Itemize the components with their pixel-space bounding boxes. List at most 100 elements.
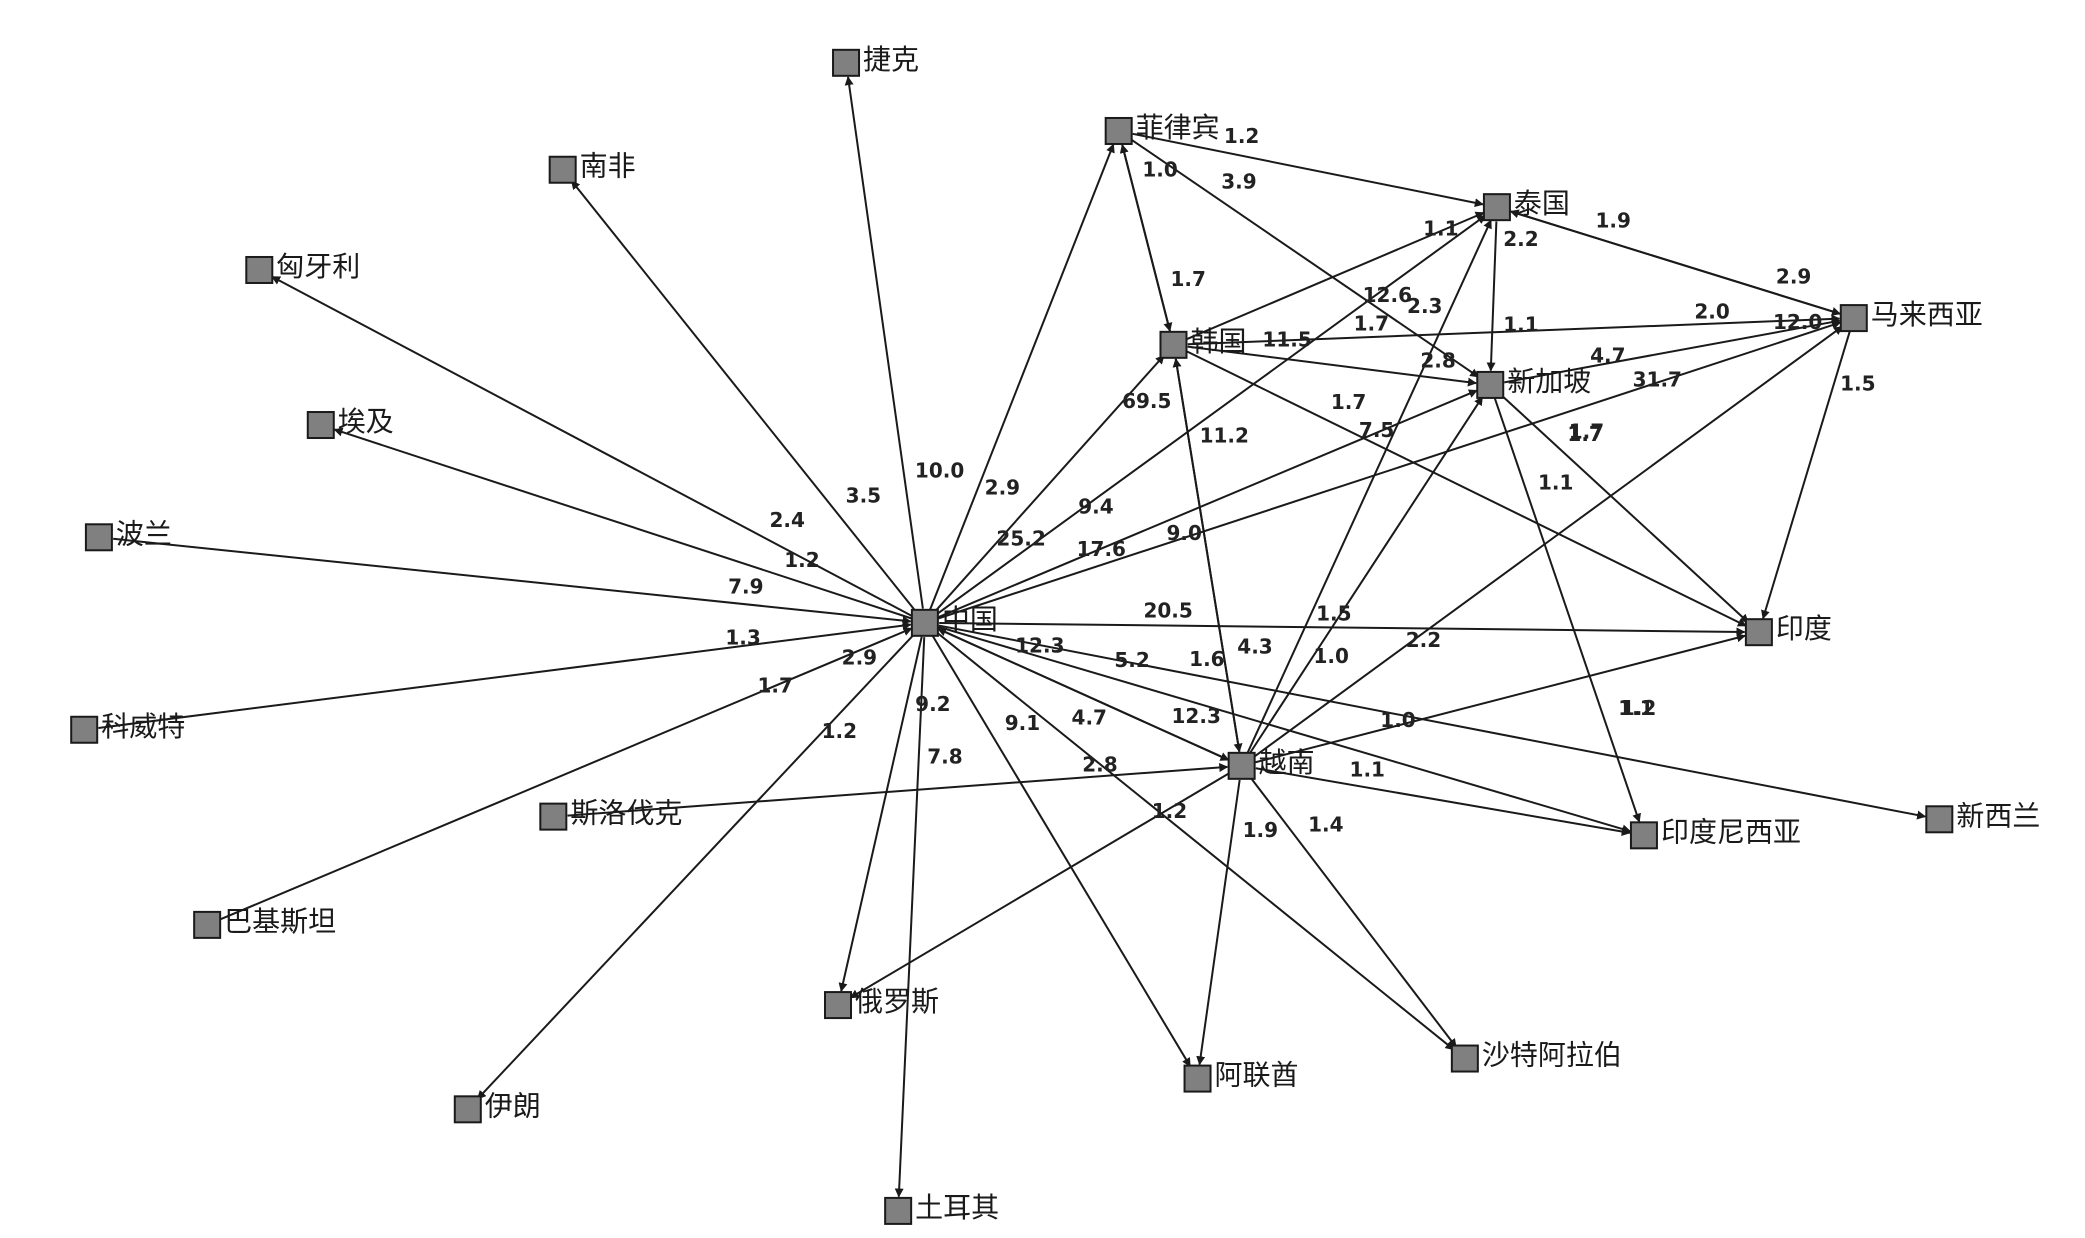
edge-label: 12.3 bbox=[1172, 704, 1221, 728]
edge-pakistan-to-china bbox=[219, 627, 913, 921]
edge-label: 5.2 bbox=[1114, 648, 1149, 672]
node-marker bbox=[1450, 1044, 1479, 1073]
node-marker bbox=[884, 1196, 913, 1225]
node-marker bbox=[193, 910, 222, 939]
edge-korea-to-thailand bbox=[1186, 211, 1485, 341]
edges-layer bbox=[98, 76, 1927, 1198]
node-russia: 俄罗斯 bbox=[824, 985, 939, 1020]
edge-singapore-to-indonesia bbox=[1493, 398, 1641, 823]
edge-philippines-to-singapore bbox=[1129, 138, 1480, 378]
node-newzealand: 新西兰 bbox=[1925, 799, 2040, 834]
edge-china-to-indonesia bbox=[938, 625, 1632, 834]
edge-label: 2.9 bbox=[842, 645, 877, 669]
node-marker bbox=[84, 523, 113, 552]
edge-label: 10.0 bbox=[915, 458, 964, 482]
node-pakistan: 巴基斯坦 bbox=[193, 905, 336, 939]
edge-weight-label: 1.0 bbox=[1313, 644, 1348, 668]
edge-label: 2.9 bbox=[1776, 265, 1811, 289]
edge-weight-label: 1.1 bbox=[1503, 313, 1538, 337]
node-marker bbox=[245, 255, 274, 284]
node-marker bbox=[1744, 618, 1773, 647]
edge-label: 4.7 bbox=[1072, 706, 1107, 730]
nodes-layer: 中国捷克南非匈牙利埃及波兰科威特斯洛伐克巴基斯坦伊朗俄罗斯土耳其阿联酋沙特阿拉伯… bbox=[70, 43, 2040, 1225]
edge-label: 1.5 bbox=[1316, 601, 1351, 625]
edge-label: 7.5 bbox=[1359, 418, 1394, 442]
edge-korea-to-malaysia bbox=[1187, 314, 1841, 346]
node-label: 新加坡 bbox=[1507, 365, 1591, 398]
edge-label: 2.9 bbox=[985, 476, 1020, 500]
node-china: 中国 bbox=[910, 603, 998, 637]
node-turkey: 土耳其 bbox=[884, 1191, 999, 1225]
edge-label: 1.2 bbox=[784, 548, 819, 572]
node-marker bbox=[832, 48, 861, 77]
edge-label: 3.5 bbox=[846, 484, 881, 508]
edge-thailand-to-singapore bbox=[1486, 221, 1498, 372]
edge-weight-label: 1.7 bbox=[1567, 422, 1602, 446]
edge-label: 1.9 bbox=[1595, 208, 1630, 232]
edge-china-to-egypt bbox=[333, 427, 912, 620]
node-poland: 波兰 bbox=[84, 517, 172, 552]
edge-label: 9.1 bbox=[1005, 711, 1040, 735]
edge-label: 11.2 bbox=[1200, 424, 1249, 448]
node-southafrica: 南非 bbox=[548, 150, 636, 184]
edge-vietnam-to-malaysia bbox=[1252, 325, 1843, 759]
node-label: 波兰 bbox=[116, 517, 172, 550]
node-label: 阿联酋 bbox=[1215, 1059, 1299, 1092]
node-korea: 韩国 bbox=[1159, 325, 1246, 359]
edge-vietnam-to-russia bbox=[849, 772, 1230, 999]
node-malaysia: 马来西亚 bbox=[1839, 298, 1983, 333]
edge-label: 2.8 bbox=[1420, 349, 1455, 373]
edge-label: 7.9 bbox=[728, 575, 763, 599]
node-label: 印度尼西亚 bbox=[1661, 815, 1801, 848]
edge-weight-label: 1.7 bbox=[1331, 390, 1366, 414]
node-marker bbox=[1925, 805, 1954, 834]
node-marker bbox=[548, 155, 577, 184]
node-india: 印度 bbox=[1744, 612, 1832, 647]
node-label: 俄罗斯 bbox=[855, 985, 939, 1018]
node-label: 越南 bbox=[1259, 746, 1315, 779]
edge-label: 1.1 bbox=[1538, 470, 1573, 494]
edge-korea-to-india bbox=[1185, 350, 1747, 627]
node-label: 伊朗 bbox=[485, 1089, 541, 1122]
edge-label: 12.3 bbox=[1015, 633, 1064, 657]
edge-china-to-singapore bbox=[937, 389, 1478, 619]
edge-label: 1.1 bbox=[1350, 758, 1385, 782]
edge-weight-label: 31.7 bbox=[1633, 367, 1682, 391]
edge-label: 1.7 bbox=[757, 673, 792, 697]
node-marker bbox=[539, 802, 568, 831]
edge-china-to-saudi bbox=[935, 631, 1455, 1051]
edge-weight-label: 2.0 bbox=[1694, 299, 1729, 323]
node-marker bbox=[1839, 304, 1868, 333]
edge-label: 1.0 bbox=[1142, 158, 1177, 182]
node-marker bbox=[1104, 116, 1133, 145]
edge-label: 25.2 bbox=[996, 526, 1045, 550]
edge-label: 1.2 bbox=[1224, 124, 1259, 148]
node-label: 巴基斯坦 bbox=[224, 905, 336, 938]
edge-china-to-india bbox=[939, 621, 1746, 637]
edge-china-to-southafrica bbox=[570, 180, 917, 613]
node-marker bbox=[1482, 193, 1511, 222]
node-label: 科威特 bbox=[101, 710, 185, 743]
node-label: 南非 bbox=[580, 150, 636, 183]
node-uae: 阿联酋 bbox=[1183, 1059, 1299, 1093]
node-marker bbox=[453, 1095, 482, 1124]
node-czech: 捷克 bbox=[832, 43, 919, 77]
edge-weight-label: 12.0 bbox=[1773, 310, 1822, 334]
edge-korea-to-philippines bbox=[1119, 143, 1171, 332]
edge-label: 2.2 bbox=[1503, 227, 1538, 251]
node-thailand: 泰国 bbox=[1482, 187, 1570, 222]
edge-vietnam-to-india bbox=[1255, 633, 1746, 764]
node-label: 中国 bbox=[942, 603, 998, 636]
edge-label: 2.4 bbox=[770, 508, 805, 532]
edge-label: 4.7 bbox=[1590, 343, 1625, 367]
edge-china-to-uae bbox=[931, 634, 1192, 1068]
edge-philippines-to-thailand bbox=[1132, 132, 1484, 208]
node-marker bbox=[1629, 821, 1658, 850]
edge-label: 7.8 bbox=[927, 744, 962, 768]
node-marker bbox=[1183, 1064, 1212, 1093]
node-label: 韩国 bbox=[1190, 325, 1246, 358]
edge-label: 69.5 bbox=[1122, 389, 1171, 413]
node-marker bbox=[1159, 330, 1188, 359]
